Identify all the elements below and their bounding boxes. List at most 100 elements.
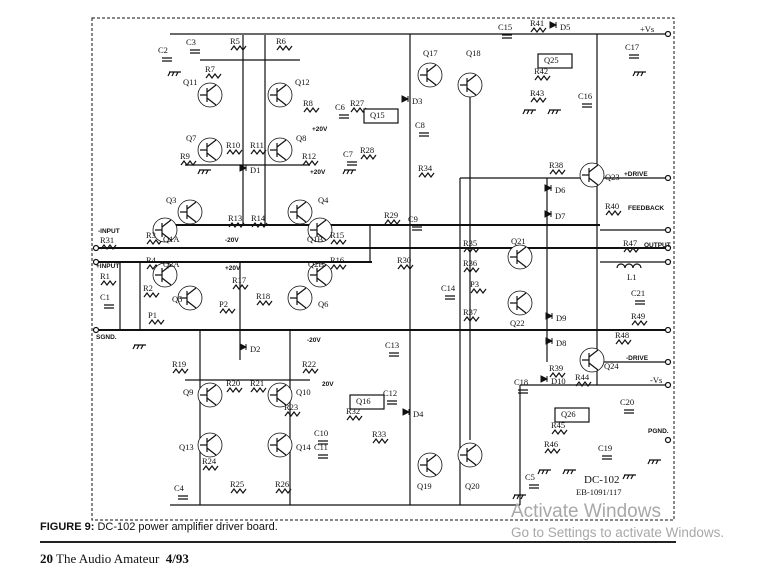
label-r43: R43 — [530, 88, 544, 98]
label-q12: Q12 — [295, 77, 310, 87]
transistor-q3-icon — [177, 199, 203, 225]
terminal-pad-icon — [92, 244, 100, 252]
transistor-q2a-symbol — [155, 264, 172, 286]
pgnd-label: PGND. — [648, 428, 669, 435]
capacitor-c1-icon — [104, 304, 114, 309]
label-r19: R19 — [172, 359, 186, 369]
label-r8: R8 — [303, 98, 313, 108]
label-q20: Q20 — [465, 481, 480, 491]
label-q16: Q16 — [356, 396, 371, 406]
supply-p20c: +20V — [225, 265, 241, 272]
label-r37: R37 — [463, 307, 477, 317]
transistor-q8-symbol — [270, 139, 287, 161]
terminal-pad-icon — [664, 358, 672, 366]
label-q23: Q23 — [605, 172, 620, 182]
transistor-q2b-symbol — [310, 264, 327, 286]
transistor-q6-symbol — [290, 287, 307, 309]
feedback-label: FEEDBACK — [628, 205, 664, 212]
label-r21: R21 — [250, 378, 264, 388]
capacitor-c9-icon — [412, 226, 422, 231]
transistor-q24-symbol — [582, 349, 599, 371]
resistor-r28-icon — [360, 154, 377, 160]
label-r2: R2 — [143, 283, 153, 293]
label-r46: R46 — [544, 439, 558, 449]
capacitor-c8-icon — [419, 132, 429, 137]
publication: The Audio Amateur — [56, 551, 160, 566]
resistor-r25-icon — [230, 488, 247, 494]
resistor-r18-icon — [256, 300, 273, 306]
activation-watermark-link[interactable]: Go to Settings to activate Windows. — [511, 525, 725, 540]
transistor-q5-icon — [177, 285, 203, 311]
diode-d7-icon — [544, 210, 553, 218]
label-d4: D4 — [413, 409, 424, 419]
label-r41: R41 — [530, 18, 544, 28]
label-r27: R27 — [350, 98, 364, 108]
label-q8: Q8 — [296, 133, 306, 143]
label-c2: C2 — [158, 45, 168, 55]
diode-d4-icon — [402, 408, 411, 416]
activation-watermark-title: Activate Windows — [511, 501, 661, 522]
resistor-r24-icon — [202, 465, 219, 471]
transistor-q22-symbol — [510, 292, 527, 314]
capacitor-c10-icon — [318, 440, 328, 445]
label-r25: R25 — [230, 479, 244, 489]
capacitor-c17-icon — [629, 54, 639, 59]
capacitor-c14-icon — [445, 295, 455, 300]
capacitor-c7-icon — [347, 161, 357, 166]
ground-icon — [647, 459, 661, 465]
resistor-r46-icon — [544, 448, 561, 454]
transistor-q18-symbol — [460, 74, 477, 96]
label-r14: R14 — [251, 213, 266, 223]
capacitor-c18-icon — [518, 389, 528, 394]
resistor-r38-icon — [549, 169, 566, 175]
label-d7: D7 — [555, 211, 565, 221]
resistor-r39-icon — [549, 372, 566, 378]
vs-neg-label: -Vs — [650, 375, 662, 385]
label-r11: R11 — [250, 140, 264, 150]
capacitor-c15-icon — [502, 34, 512, 39]
resistor-r31-icon — [100, 244, 117, 250]
capacitor-c2-icon — [162, 57, 172, 62]
label-d6: D6 — [555, 185, 565, 195]
label-r7: R7 — [205, 64, 215, 74]
transistor-q14-symbol — [270, 434, 287, 456]
regulator-q25-icon — [537, 53, 573, 69]
label-r30: R30 — [397, 255, 411, 265]
vs-pos-label: +Vs — [640, 24, 654, 34]
label-r4: R4 — [146, 255, 157, 265]
resistor-p2-icon — [219, 308, 236, 314]
resistor-r29-icon — [384, 219, 401, 225]
divider — [40, 541, 676, 543]
resistor-r10-icon — [226, 149, 243, 155]
capacitor-c21-icon — [635, 300, 645, 305]
transistor-q21-symbol — [510, 246, 527, 268]
label-c8: C8 — [415, 120, 425, 130]
label-q18: Q18 — [466, 48, 481, 58]
resistor-r26-icon — [275, 488, 292, 494]
label-r13: R13 — [228, 213, 242, 223]
label-r36: R36 — [463, 258, 477, 268]
label-q2b: Q2B — [308, 259, 324, 269]
capacitor-c6-icon — [339, 114, 349, 119]
board-part-number: EB-1091/117 — [576, 487, 622, 497]
label-q5: Q5 — [172, 294, 182, 304]
label-r16: R16 — [330, 255, 344, 265]
resistor-r22-icon — [302, 368, 319, 374]
issue: 4/93 — [165, 551, 189, 566]
transistor-q14-icon — [267, 432, 293, 458]
diode-d1-icon — [239, 164, 248, 172]
transistor-q20-symbol — [460, 444, 477, 466]
supply-p20b: +20V — [310, 169, 326, 176]
resistor-r9-icon — [180, 160, 197, 166]
label-q21: Q21 — [511, 236, 526, 246]
terminal-pad-icon — [664, 436, 672, 444]
transistor-q5-symbol — [180, 287, 197, 309]
terminal-pad-icon — [664, 326, 672, 334]
transistor-q4-symbol — [290, 201, 307, 223]
figure-caption: FIGURE 9: DC-102 power amplifier driver … — [40, 521, 278, 533]
terminal-pad-icon — [664, 226, 672, 234]
ground-icon — [547, 109, 561, 115]
caption-prefix: FIGURE 9: — [40, 521, 95, 533]
